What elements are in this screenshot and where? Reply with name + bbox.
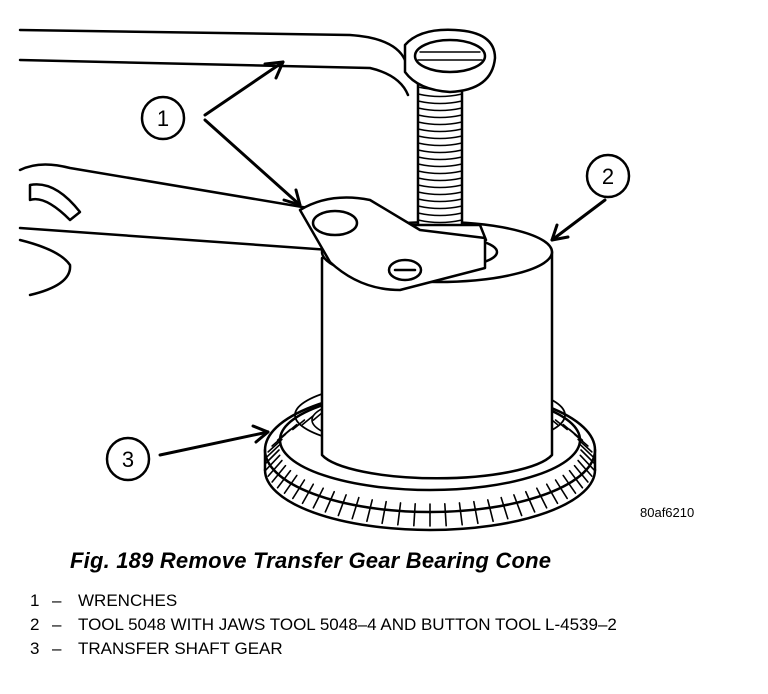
image-code: 80af6210	[640, 505, 695, 520]
lower-wrench	[18, 163, 487, 297]
legend-text: TRANSFER SHAFT GEAR	[78, 639, 283, 658]
figure-illustration: 1 2 3	[18, 28, 631, 532]
callout-2-arrow	[550, 198, 607, 242]
legend-number: 3	[30, 639, 40, 658]
callout-1-arrows	[203, 60, 302, 207]
callout-2-label: 2	[602, 164, 614, 189]
callout-1: 1	[140, 95, 186, 141]
legend-item: 1 – WRENCHES	[30, 590, 750, 611]
legend-item: 2 – TOOL 5048 WITH JAWS TOOL 5048–4 AND …	[30, 614, 750, 635]
callout-3-label: 3	[122, 447, 134, 472]
callout-1-label: 1	[157, 106, 169, 131]
legend-number: 2	[30, 615, 40, 634]
legend-dash: –	[52, 615, 62, 634]
callout-3: 3	[105, 436, 151, 482]
callout-2: 2	[585, 153, 631, 199]
legend-text: TOOL 5048 WITH JAWS TOOL 5048–4 AND BUTT…	[78, 615, 617, 634]
upper-wrench	[18, 28, 497, 97]
legend-text: WRENCHES	[78, 591, 178, 610]
figure-caption: Fig. 189 Remove Transfer Gear Bearing Co…	[70, 548, 552, 573]
legend-number: 1	[30, 591, 40, 610]
legend: 1 – WRENCHES 2 – TOOL 5048 WITH JAWS TOO…	[30, 590, 750, 662]
legend-dash: –	[52, 591, 62, 610]
callout-3-arrow	[158, 424, 270, 457]
forcing-screw	[398, 68, 488, 242]
legend-item: 3 – TRANSFER SHAFT GEAR	[30, 638, 750, 659]
legend-dash: –	[52, 639, 62, 658]
